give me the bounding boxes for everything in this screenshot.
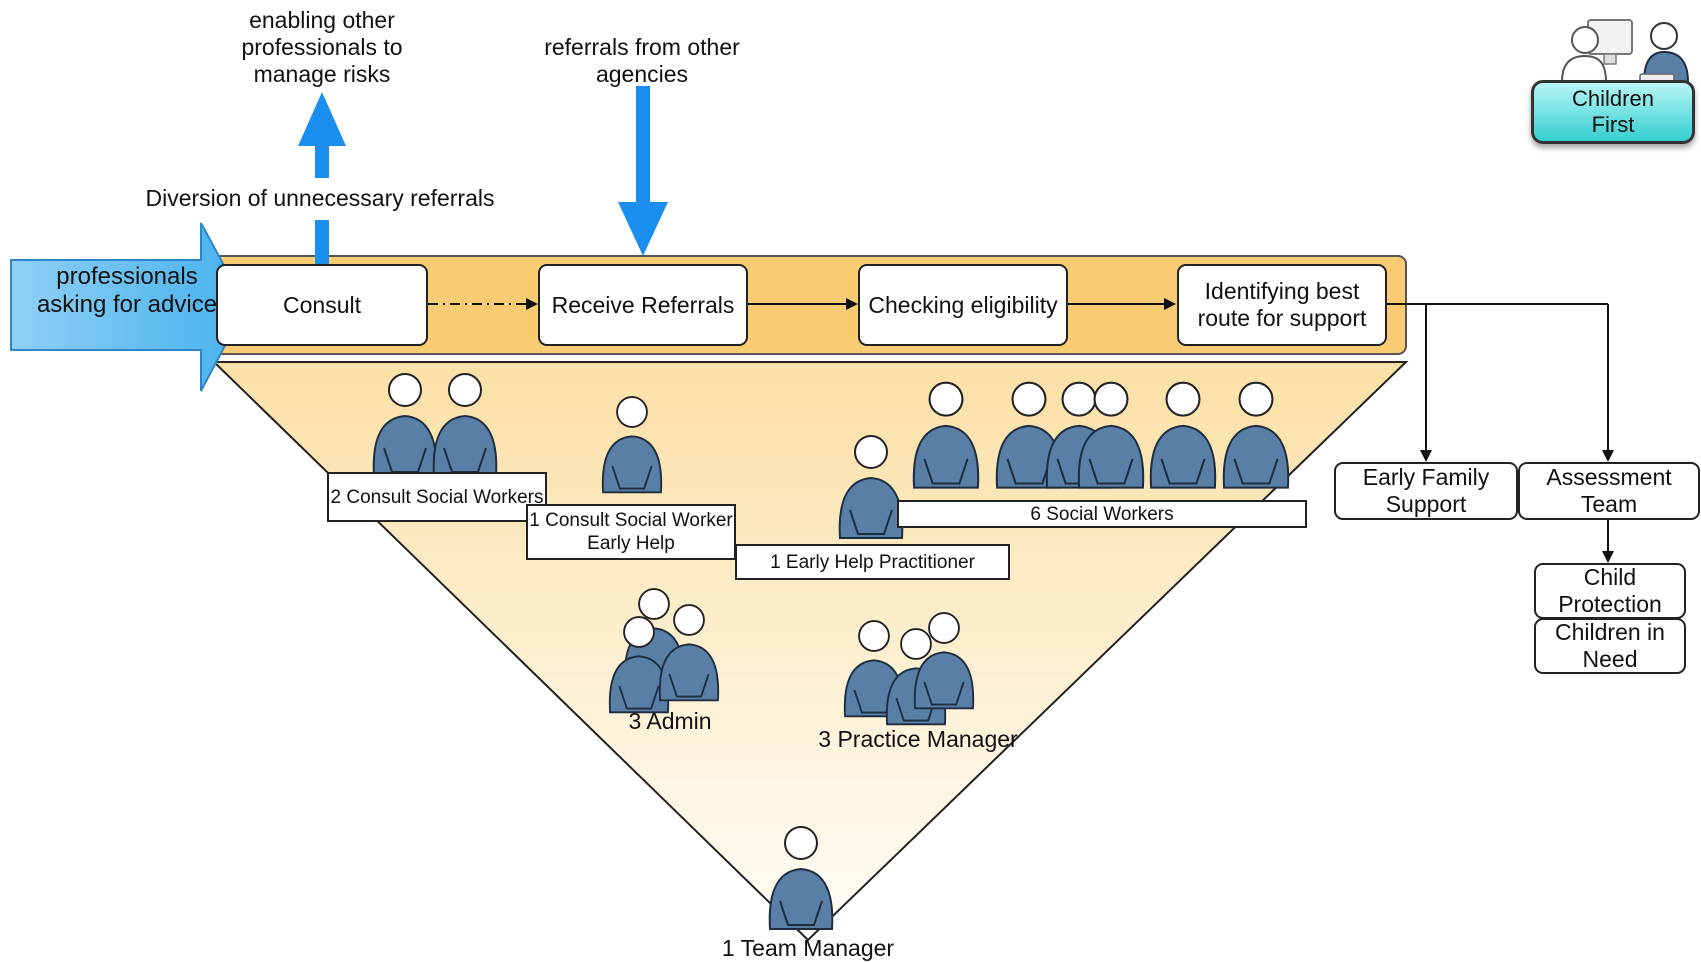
enabling-up-arrow — [298, 92, 346, 268]
diversion-label: Diversion of unnecessary referrals — [145, 185, 495, 211]
referrals-from-agencies-label: referrals from other agencies — [544, 34, 740, 87]
checking-eligibility-step-box: Checking eligibility — [858, 264, 1068, 346]
early-family-support-box: Early Family Support — [1334, 462, 1518, 520]
early-help-practitioner-label: 1 Early Help Practitioner — [735, 544, 1010, 580]
children-first-logo: Children First — [1531, 80, 1695, 144]
consult-social-workers-label: 2 Consult Social Workers — [327, 472, 547, 522]
assessment-team-box: Assessment Team — [1518, 462, 1700, 520]
team-manager-label: 1 Team Manager — [721, 935, 895, 961]
entry-arrow — [10, 222, 248, 392]
route-to-outcomes-connector — [1386, 303, 1614, 563]
children-in-need-box: Children in Need — [1534, 618, 1686, 674]
receive-referrals-step-box: Receive Referrals — [538, 264, 748, 346]
admin-label: 3 Admin — [628, 708, 712, 734]
social-workers-label: 6 Social Workers — [897, 500, 1307, 528]
best-route-step-box: Identifying best route for support — [1177, 264, 1387, 346]
consult-social-worker-early-help-label: 1 Consult Social Worker Early Help — [526, 504, 736, 560]
children-first-logo-icon — [1560, 19, 1690, 87]
consult-step-box: Consult — [216, 264, 428, 346]
child-protection-box: Child Protection — [1534, 563, 1686, 619]
entry-arrow-label: professionals asking for advice — [36, 263, 218, 318]
referrals-down-arrow — [618, 86, 668, 256]
practice-manager-label: 3 Practice Manager — [818, 726, 1018, 752]
enabling-professionals-label: enabling other professionals to manage r… — [241, 7, 403, 87]
